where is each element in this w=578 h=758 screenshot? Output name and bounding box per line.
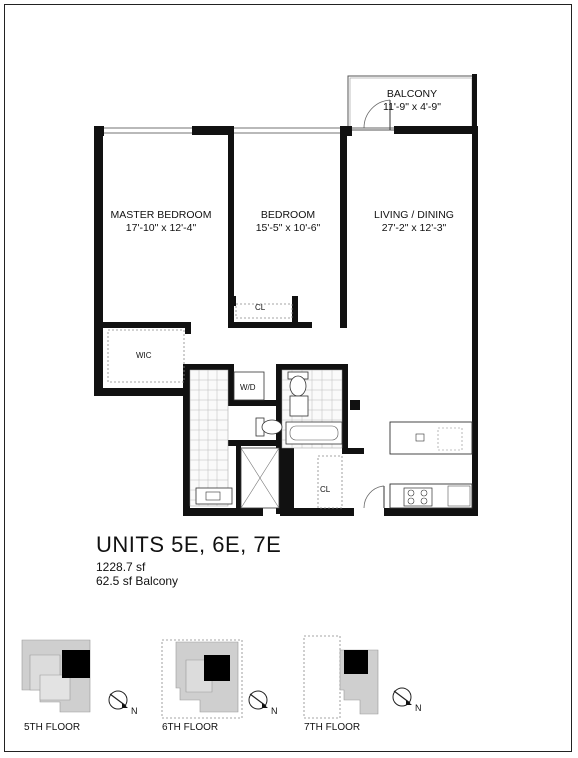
balcony-dims: 11'-9" x 4'-9" (383, 101, 441, 113)
compass-n-5th: N (131, 706, 138, 716)
bedroom-closet-outline (235, 303, 293, 319)
washer-dryer-box (233, 371, 265, 401)
key-plan-6th (161, 639, 243, 719)
floor-label-7th: 7TH FLOOR (304, 722, 361, 733)
upper-bath-sink (289, 395, 309, 417)
floor-label-6th: 6TH FLOOR (162, 722, 219, 733)
unit-balcony-area: 62.5 sf Balcony (96, 574, 179, 588)
toilets (255, 371, 309, 437)
exterior-walls (94, 126, 478, 516)
balcony-door (363, 99, 391, 130)
master-bedroom-label: MASTER BEDROOM 17'-10" x 12'-4" (100, 209, 222, 235)
wic-outline (107, 329, 185, 383)
key-plan-7th (303, 635, 379, 719)
interior-walls (99, 134, 364, 514)
entry-door (363, 485, 385, 509)
wic-label: WIC (136, 351, 152, 360)
entry-closet-label: CL (320, 485, 331, 494)
vanity-sink (195, 487, 233, 505)
living-dining-label: LIVING / DINING 27'-2" x 12'-3" (360, 209, 468, 235)
master-bedroom-dims: 17'-10" x 12'-4" (125, 222, 197, 234)
compass-icon-6th (248, 690, 268, 710)
bedroom-dims: 15'-5" x 10'-6" (255, 222, 321, 234)
living-dining-dims: 27'-2" x 12'-3" (381, 222, 447, 234)
unit-area: 1228.7 sf (96, 560, 146, 574)
entry-closet-outline (317, 455, 343, 509)
compass-n-7th: N (415, 703, 422, 713)
compass-icon-5th (108, 690, 128, 710)
bedroom-name: BEDROOM (260, 209, 316, 221)
unit-title: UNITS 5E, 6E, 7E (96, 532, 282, 557)
master-bedroom-name: MASTER BEDROOM (110, 209, 212, 221)
compass-n-6th: N (271, 706, 278, 716)
page-frame (4, 4, 572, 752)
washer-dryer-label: W/D (240, 383, 256, 392)
compass-icon-7th (392, 687, 412, 707)
balcony-name: BALCONY (386, 88, 438, 100)
shower (240, 447, 280, 509)
bedroom-closet-label: CL (255, 303, 266, 312)
bedroom-label: BEDROOM 15'-5" x 10'-6" (240, 209, 336, 235)
key-plan-5th (21, 639, 91, 713)
balcony-label: BALCONY 11'-9" x 4'-9" (370, 88, 454, 114)
bathtub (285, 421, 343, 445)
top-windows (104, 127, 394, 134)
kitchen (389, 421, 473, 509)
living-dining-name: LIVING / DINING (374, 209, 454, 221)
floor-label-5th: 5TH FLOOR (24, 722, 81, 733)
